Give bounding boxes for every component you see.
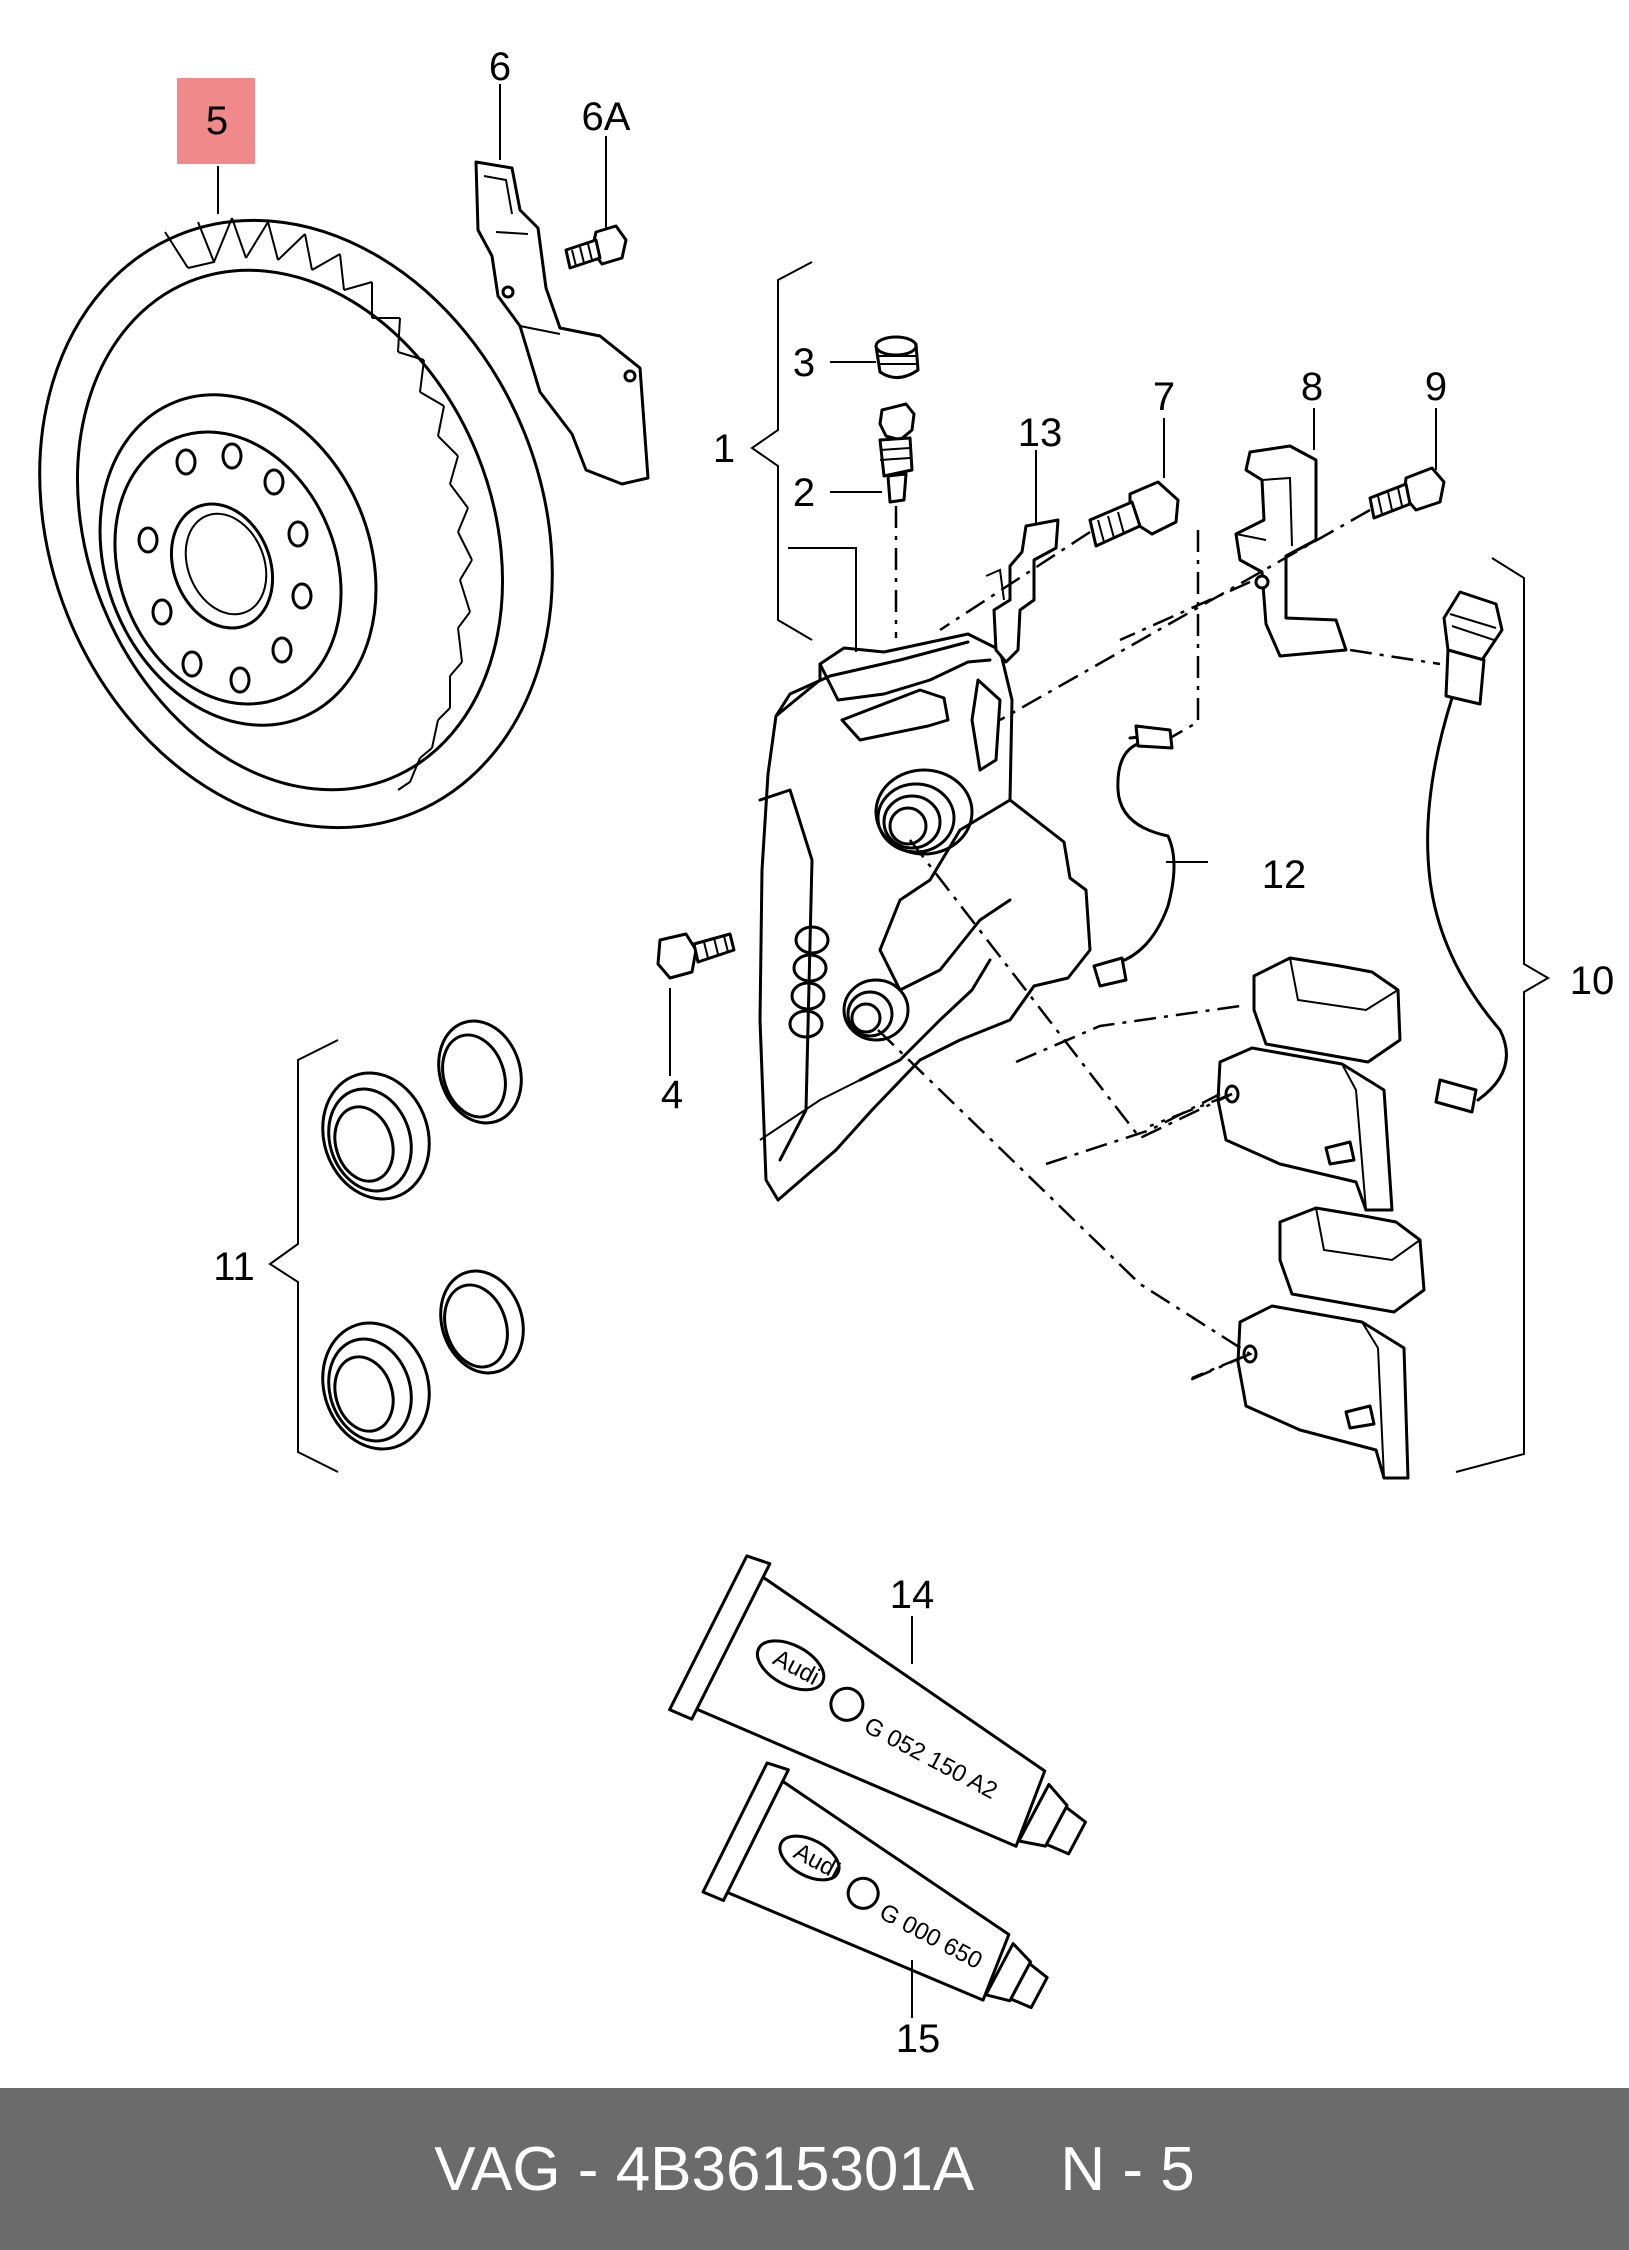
bolt-7[interactable] bbox=[1088, 480, 1180, 548]
footer-position-label: N - 5 bbox=[1060, 2134, 1195, 2204]
footer-separator: - bbox=[560, 2134, 616, 2204]
grease-tube-14[interactable]: Audi G 052 150 A2 bbox=[666, 1552, 1123, 1906]
guide-lines bbox=[877, 506, 1441, 1382]
callout-14[interactable]: 14 bbox=[890, 1573, 935, 1617]
callout-12[interactable]: 12 bbox=[1262, 853, 1307, 897]
bolt-6a[interactable] bbox=[564, 224, 628, 270]
leader-lines bbox=[217, 84, 1437, 2018]
callout-2[interactable]: 2 bbox=[793, 471, 815, 515]
callout-11[interactable]: 11 bbox=[213, 1245, 255, 1289]
wear-sensor[interactable] bbox=[1426, 590, 1508, 1114]
brake-pad-upper[interactable] bbox=[1216, 956, 1402, 1212]
callout-1[interactable]: 1 bbox=[713, 427, 735, 471]
highlight-box bbox=[177, 78, 255, 164]
brake-pad-lower[interactable] bbox=[1236, 1206, 1426, 1480]
callout-13[interactable]: 13 bbox=[1018, 411, 1063, 455]
callout-9[interactable]: 9 bbox=[1425, 365, 1447, 409]
brake-line[interactable] bbox=[1092, 724, 1176, 988]
bracket-11 bbox=[268, 1039, 339, 1473]
callout-4[interactable]: 4 bbox=[661, 1073, 683, 1117]
callout-6[interactable]: 6 bbox=[489, 45, 511, 89]
retaining-clip[interactable] bbox=[985, 518, 1060, 664]
callout-labels: 5 6 6A 1 3 2 13 7 8 9 12 10 4 11 14 15 bbox=[206, 45, 1614, 2061]
bolt-4[interactable] bbox=[656, 932, 736, 980]
bleeder-valve[interactable] bbox=[878, 402, 916, 504]
sensor-bracket[interactable] bbox=[1234, 444, 1348, 658]
bracket-10 bbox=[1455, 557, 1550, 1473]
callout-3[interactable]: 3 bbox=[793, 341, 815, 385]
bracket-1 bbox=[750, 261, 813, 641]
brake-caliper[interactable] bbox=[758, 632, 1092, 1202]
callout-15[interactable]: 15 bbox=[896, 2017, 941, 2061]
brake-disc[interactable] bbox=[0, 143, 641, 906]
callout-5[interactable]: 5 bbox=[206, 99, 228, 143]
grease-tube-15[interactable]: Audi G 000 650 bbox=[700, 1759, 1077, 2053]
bolt-9[interactable] bbox=[1368, 466, 1446, 520]
callout-10[interactable]: 10 bbox=[1570, 959, 1615, 1003]
callout-6a[interactable]: 6A bbox=[582, 95, 631, 139]
footer-part-number: 4B3615301A bbox=[615, 2134, 975, 2204]
footer-brand: VAG bbox=[434, 2134, 561, 2204]
footer-gap bbox=[974, 2134, 1060, 2205]
callout-8[interactable]: 8 bbox=[1301, 365, 1323, 409]
leader-1-body bbox=[788, 547, 857, 652]
part-info-footer: VAG - 4B3615301A N - 5 bbox=[0, 2088, 1629, 2250]
exploded-parts-diagram: Audi G 052 150 A2 Audi G 000 650 bbox=[0, 45, 1614, 2061]
dust-cap[interactable] bbox=[874, 335, 920, 379]
callout-7[interactable]: 7 bbox=[1153, 375, 1175, 419]
splash-shield[interactable] bbox=[474, 160, 650, 486]
seal-kit[interactable] bbox=[307, 1010, 536, 1463]
